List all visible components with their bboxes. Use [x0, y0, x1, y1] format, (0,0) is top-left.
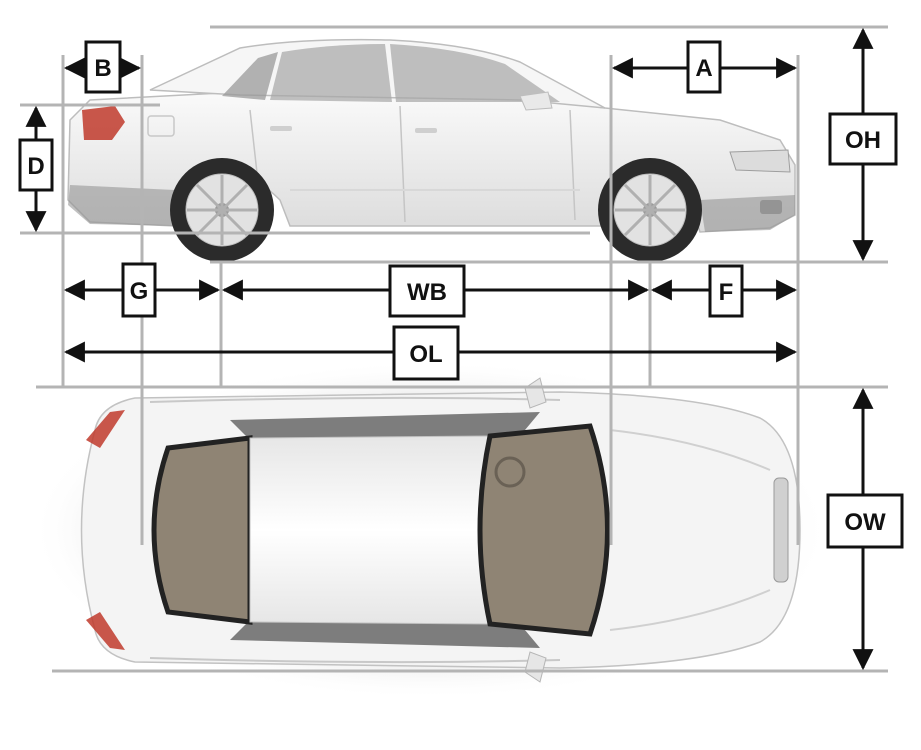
side-front-wheel — [598, 158, 702, 262]
label-ow-box: OW — [826, 493, 904, 549]
side-headlight — [729, 149, 791, 173]
top-taillight-left — [86, 410, 125, 448]
side-rear-wheel — [170, 158, 274, 262]
label-ol-box: OL — [392, 325, 460, 381]
side-front-door-window — [390, 44, 560, 102]
guide-lines — [20, 25, 888, 673]
top-rear-window — [151, 435, 253, 625]
label-d-box: D — [18, 138, 54, 192]
label-f: F — [719, 279, 734, 306]
label-ow: OW — [844, 509, 886, 536]
label-wb: WB — [407, 279, 447, 306]
top-view-car — [30, 360, 830, 700]
label-ol: OL — [409, 341, 442, 368]
label-g-box: G — [121, 262, 157, 318]
label-b: B — [94, 55, 111, 82]
label-d: D — [27, 153, 44, 180]
label-wb-box: WB — [388, 264, 466, 318]
top-roof — [249, 435, 491, 625]
label-oh-box: OH — [828, 112, 898, 166]
top-taillight-right — [86, 612, 125, 650]
side-taillight — [82, 106, 125, 140]
label-oh: OH — [845, 127, 881, 154]
side-rear-door-window — [270, 44, 392, 102]
label-b-box: B — [84, 40, 122, 94]
side-rear-window — [222, 52, 278, 100]
label-f-box: F — [708, 264, 744, 318]
label-a-box: A — [686, 40, 722, 94]
label-a: A — [695, 55, 712, 82]
top-windshield — [477, 423, 610, 637]
label-g: G — [130, 278, 149, 305]
side-view-car — [67, 38, 796, 262]
